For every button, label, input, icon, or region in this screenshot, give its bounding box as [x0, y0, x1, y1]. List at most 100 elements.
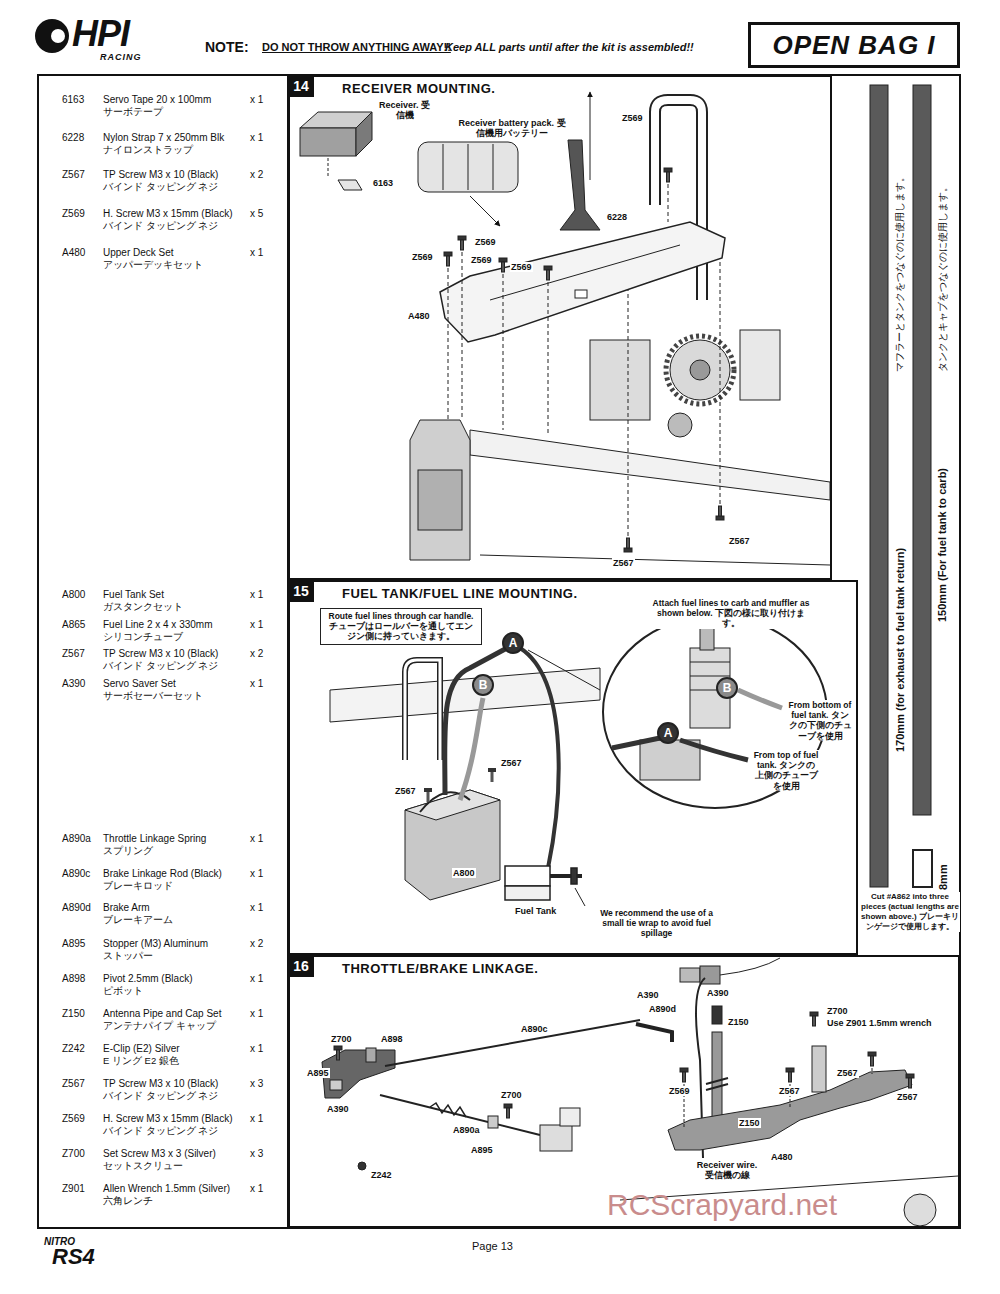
- battery-drawing: [493, 144, 494, 190]
- tank-detail: [575, 888, 585, 906]
- part-number: A800: [62, 589, 85, 601]
- quantity: x 1: [250, 973, 263, 985]
- linkage-drawing: [810, 1012, 818, 1026]
- linkage-drawing: [712, 1006, 722, 1024]
- screws-step14: [462, 252, 463, 420]
- fuel-lines: [445, 648, 507, 795]
- screws-step14: [628, 290, 629, 536]
- linkage-drawing: [812, 1046, 826, 1092]
- quantity: x 1: [250, 833, 263, 845]
- quantity: x 5: [250, 208, 263, 220]
- battery-drawing: [468, 144, 469, 190]
- receiver-drawing: [356, 112, 372, 156]
- callout-number: Z569: [510, 262, 533, 272]
- zoom-view: [690, 662, 730, 663]
- callout-number: Z569: [621, 113, 644, 123]
- chassis-drawing: [590, 92, 591, 180]
- page-frame: [38, 75, 960, 1228]
- part-name: Brake Arm: [103, 902, 150, 914]
- marker-letter: B: [479, 679, 488, 691]
- part-name-jp: アンテナパイプ キャップ: [103, 1021, 216, 1032]
- fuel-tube-strips: [913, 85, 931, 815]
- part-name-jp: 六角レンチ: [103, 1196, 153, 1207]
- part-name: E-Clip (E2) Silver: [103, 1043, 180, 1055]
- screws-step15: [488, 768, 496, 782]
- quantity: x 1: [250, 1043, 263, 1055]
- tube-length: 150mm (For fuel tank to carb): [936, 468, 949, 622]
- part-number: 6163: [62, 94, 84, 106]
- chassis-drawing: [740, 330, 780, 400]
- nylon-strap: [560, 140, 600, 230]
- part-name-jp: バインド タッピング ネジ: [103, 1091, 218, 1102]
- callout-number: 6163: [372, 178, 394, 188]
- linkage-drawing: [786, 1068, 794, 1082]
- linkage-drawing: [334, 1046, 342, 1060]
- part-number: A890a: [62, 833, 91, 845]
- part-number: Z567: [62, 648, 85, 660]
- part-name: Servo Tape 20 x 100mm: [103, 94, 211, 106]
- tank-detail: [505, 866, 550, 886]
- part-number: A895: [62, 938, 85, 950]
- screws-step14: [716, 506, 724, 520]
- callout-number: Z567: [896, 1092, 919, 1102]
- screws-step14: [458, 236, 466, 250]
- callout-number: Z150: [738, 1118, 761, 1128]
- callout-number: A890c: [520, 1024, 549, 1034]
- callout-number: 6228: [606, 212, 628, 222]
- part-name: Upper Deck Set: [103, 247, 174, 259]
- part-name: H. Screw M3 x 15mm (Black): [103, 208, 232, 220]
- zoom-view: [700, 628, 714, 650]
- line-marker: B: [716, 677, 738, 699]
- chassis-step15: [405, 660, 440, 760]
- callout-number: Z700: [330, 1034, 353, 1044]
- chassis-step15: [405, 660, 440, 760]
- part-number: Z567: [62, 1078, 85, 1090]
- screws-step15: [424, 768, 496, 802]
- tube-use: タンクとキャブをつなぐのに使用します。: [938, 182, 949, 372]
- part-name-jp: サーボセーバーセット: [103, 691, 203, 702]
- part-number: 6228: [62, 132, 84, 144]
- part-name: TP Screw M3 x 10 (Black): [103, 1078, 218, 1090]
- linkage-drawing: [680, 968, 700, 982]
- quantity: x 1: [250, 1183, 263, 1195]
- screws-step14: [503, 274, 504, 430]
- quantity: x 1: [250, 589, 263, 601]
- marker-letter: A: [664, 727, 673, 739]
- logo-mark: [35, 19, 69, 53]
- step-panel: 14RECEIVER MOUNTING.: [288, 75, 832, 580]
- callout-number: A890d: [648, 1004, 677, 1014]
- chassis-drawing: [480, 555, 830, 565]
- screws-step15: [424, 788, 432, 802]
- part-name-jp: バインド タッピング ネジ: [103, 221, 218, 232]
- part-callout: Receiver wire. 受信機の線: [690, 1160, 764, 1181]
- fuel-lines: [528, 650, 600, 690]
- callout-number: Z569: [470, 255, 493, 265]
- part-name-jp: サーボテープ: [103, 107, 163, 118]
- note-text: Route fuel lines through car handle. チュー…: [325, 611, 477, 642]
- fuel-lines: [520, 648, 559, 868]
- callout-number: Z242: [370, 1170, 393, 1180]
- part-name-jp: バインド タッピング ネジ: [103, 1126, 218, 1137]
- part-name: Fuel Tank Set: [103, 589, 164, 601]
- screws-step14: [499, 258, 507, 272]
- callout-number: A390: [706, 988, 730, 998]
- screws-step14: [544, 266, 552, 280]
- part-name-jp: アッパーデッキセット: [103, 260, 203, 271]
- chassis-drawing: [690, 360, 710, 380]
- part-number: Z569: [62, 1113, 85, 1125]
- linkage-drawing: [906, 1074, 914, 1088]
- chassis-drawing: [670, 340, 730, 400]
- quantity: x 3: [250, 1148, 263, 1160]
- callout-number: Z567: [394, 786, 417, 796]
- receiver-drawing: [338, 180, 362, 190]
- part-number: A898: [62, 973, 85, 985]
- line-marker: B: [472, 674, 494, 696]
- part-callout: Receiver battery pack. 受信機用バッテリー: [455, 118, 569, 139]
- line-note: From top of fuel tank. タンクの上側のチューブを使用: [752, 750, 820, 791]
- step-number: 15: [288, 580, 314, 602]
- quantity: x 1: [250, 94, 263, 106]
- callout-number: A800: [452, 868, 476, 878]
- bag-box: OPEN BAG I: [748, 22, 960, 68]
- fuel-tube-strips: [913, 850, 932, 887]
